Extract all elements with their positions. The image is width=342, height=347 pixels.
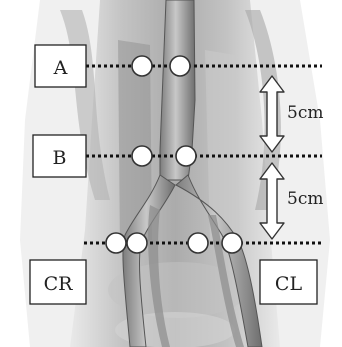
marker-b-right [132,146,152,166]
distance-label-a-b: 5cm [287,103,323,123]
label-cl: CL [275,273,303,295]
label-cl-box: CL [260,260,317,304]
marker-cr-inner [127,233,147,253]
marker-cl-inner [188,233,208,253]
distance-label-b-c: 5cm [287,189,323,209]
label-b: B [53,147,67,169]
marker-b-left [176,146,196,166]
marker-a-left [170,56,190,76]
label-cr-box: CR [30,260,86,304]
label-a-box: A [35,45,86,87]
marker-a-right [132,56,152,76]
marker-cr-outer [106,233,126,253]
label-b-box: B [33,135,86,177]
label-cr: CR [44,273,74,295]
label-a: A [53,57,68,79]
marker-cl-outer [222,233,242,253]
